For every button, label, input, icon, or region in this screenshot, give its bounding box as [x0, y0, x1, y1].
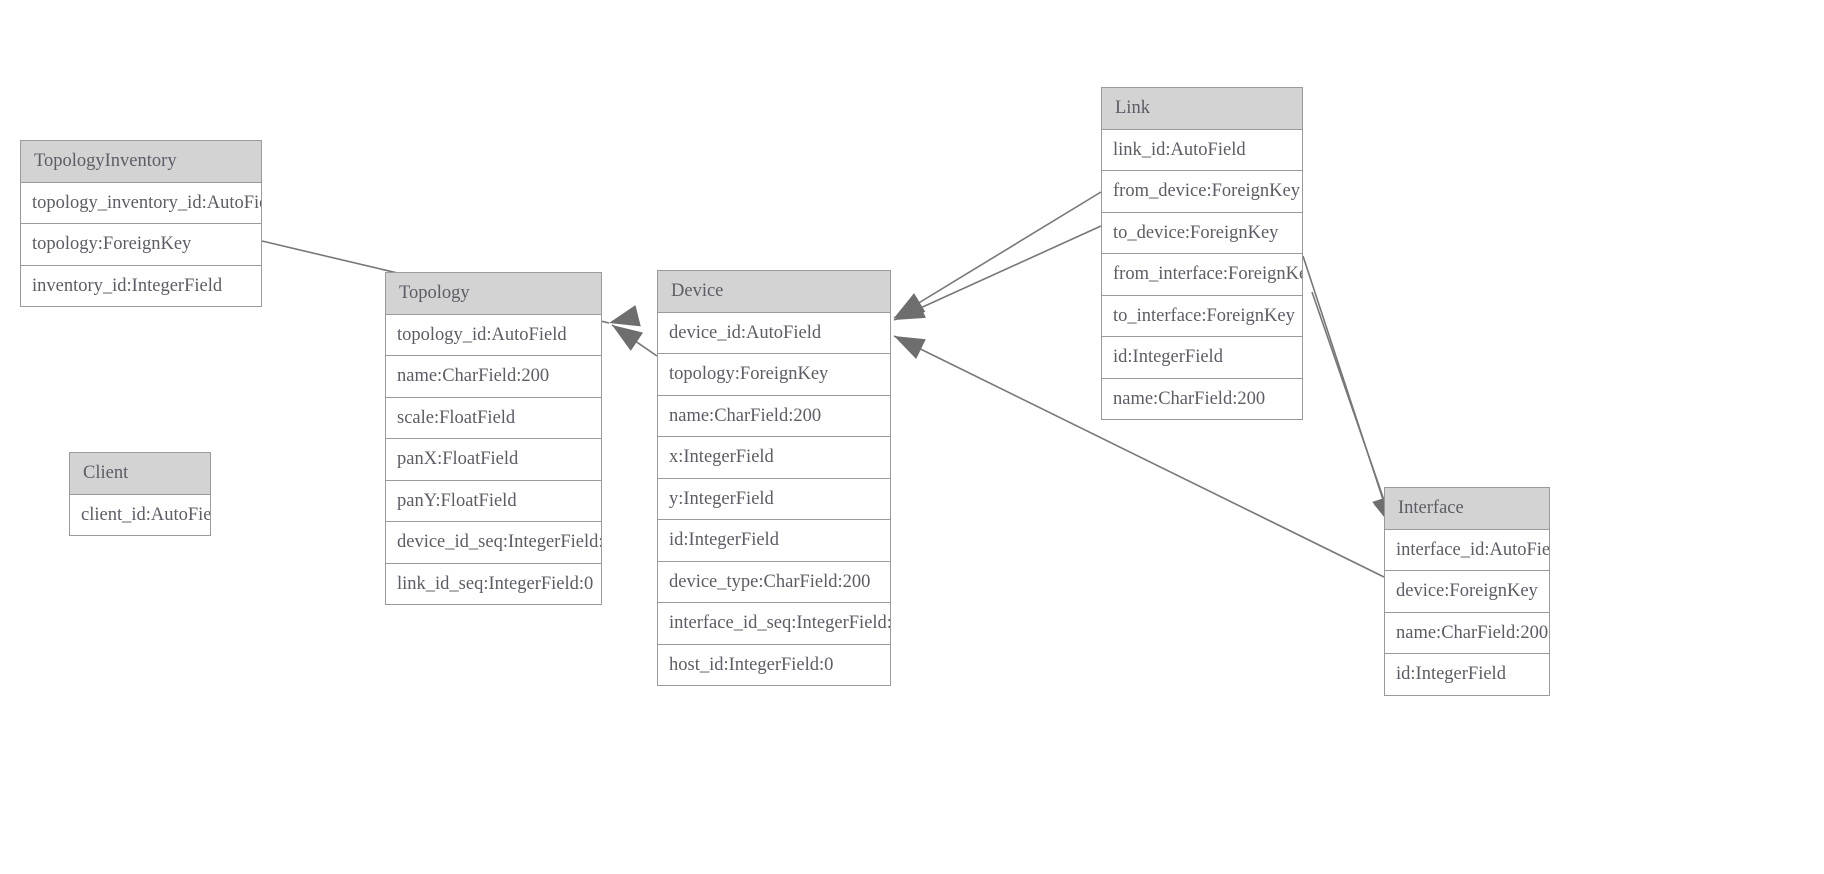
arrowhead-topologyinventory-to-topology	[609, 305, 641, 327]
entity-field-device-type: device_type:CharField:200	[658, 561, 890, 603]
entity-field-topology-device-id-seq: device_id_seq:IntegerField:0	[386, 522, 601, 564]
relationship-edge-link-to_device-to-device	[893, 225, 1102, 321]
entity-field-device-y: y:IntegerField	[658, 478, 890, 520]
entity-title-client: Client	[70, 453, 210, 495]
relationship-edge-device-to-topology	[611, 324, 658, 357]
entity-field-device-id: device_id:AutoField	[658, 312, 890, 354]
entity-field-device-x: x:IntegerField	[658, 437, 890, 479]
entity-title-topologyinventory: TopologyInventory	[21, 141, 261, 183]
entity-field-link-name: name:CharField:200	[1102, 378, 1302, 419]
entity-box-client[interactable]: Client client_id:AutoField	[69, 452, 211, 536]
relationship-edge-link-from_device-to-device	[893, 191, 1102, 319]
entity-field-device-topology-fk: topology:ForeignKey	[658, 354, 890, 396]
entity-box-interface[interactable]: Interface interface_id:AutoField device:…	[1384, 487, 1550, 696]
entity-field-topology-inventory-id: topology_inventory_id:AutoField	[21, 182, 261, 224]
arrowhead-link-from_device-to-device	[894, 293, 926, 318]
entity-title-device: Device	[658, 271, 890, 313]
entity-field-device-name: name:CharField:200	[658, 395, 890, 437]
entity-field-link-intid: id:IntegerField	[1102, 337, 1302, 379]
entity-field-link-to-device: to_device:ForeignKey	[1102, 212, 1302, 254]
entity-field-link-id: link_id:AutoField	[1102, 129, 1302, 171]
arrowhead-interface-device-to-device	[894, 336, 926, 360]
entity-field-interface-id: interface_id:AutoField	[1385, 529, 1549, 571]
entity-field-device-host-id: host_id:IntegerField:0	[658, 644, 890, 685]
entity-field-device-intid: id:IntegerField	[658, 520, 890, 562]
entity-title-topology: Topology	[386, 273, 601, 315]
entity-field-interface-name: name:CharField:200	[1385, 612, 1549, 654]
entity-box-topologyinventory[interactable]: TopologyInventory topology_inventory_id:…	[20, 140, 262, 307]
entity-field-link-from-interface: from_interface:ForeignKey	[1102, 254, 1302, 296]
relationship-edge-link-to_interface-to-interface	[1311, 291, 1395, 530]
entity-box-link[interactable]: Link link_id:AutoField from_device:Forei…	[1101, 87, 1303, 420]
entity-field-link-from-device: from_device:ForeignKey	[1102, 171, 1302, 213]
relationship-edge-link-from_interface-to-interface	[1302, 255, 1394, 528]
entity-title-interface: Interface	[1385, 488, 1549, 530]
entity-field-device-interface-id-seq: interface_id_seq:IntegerField:0	[658, 603, 890, 645]
entity-field-topology-pany: panY:FloatField	[386, 480, 601, 522]
entity-box-topology[interactable]: Topology topology_id:AutoField name:Char…	[385, 272, 602, 605]
entity-field-topology-panx: panX:FloatField	[386, 439, 601, 481]
entity-field-inventory-id: inventory_id:IntegerField	[21, 265, 261, 306]
entity-field-interface-intid: id:IntegerField	[1385, 654, 1549, 695]
entity-field-client-id: client_id:AutoField	[70, 494, 210, 535]
entity-field-topology-id: topology_id:AutoField	[386, 314, 601, 356]
arrowhead-device-to-topology	[612, 325, 644, 351]
entity-field-topology-scale: scale:FloatField	[386, 397, 601, 439]
entity-field-topology-name: name:CharField:200	[386, 356, 601, 398]
entity-field-interface-device-fk: device:ForeignKey	[1385, 571, 1549, 613]
entity-field-topology-fk: topology:ForeignKey	[21, 224, 261, 266]
entity-field-topology-link-id-seq: link_id_seq:IntegerField:0	[386, 563, 601, 604]
entity-field-link-to-interface: to_interface:ForeignKey	[1102, 295, 1302, 337]
entity-box-device[interactable]: Device device_id:AutoField topology:Fore…	[657, 270, 891, 686]
entity-title-link: Link	[1102, 88, 1302, 130]
arrowhead-link-to_device-to-device	[894, 297, 926, 320]
